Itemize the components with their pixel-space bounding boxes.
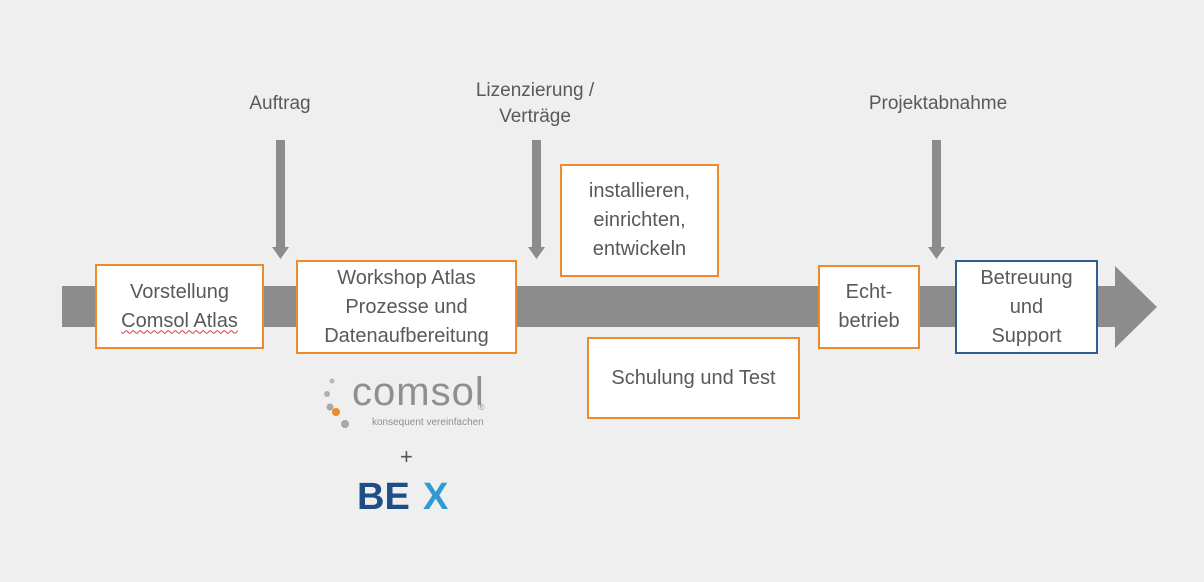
box-echtbetrieb-line1: Echt-: [845, 281, 893, 303]
milestone-auftrag: Auftrag: [230, 91, 330, 117]
box-workshop-line3: Datenaufbereitung: [324, 324, 489, 347]
box-installieren: installieren, einrichten, entwickeln: [560, 164, 719, 277]
box-schulung-label: Schulung und Test: [611, 366, 776, 389]
milestone-projektabnahme: Projektabnahme: [848, 91, 1028, 117]
box-installieren-line3: entwickeln: [592, 238, 687, 260]
bex-logo: BE X: [357, 476, 467, 518]
down-arrow-icon: [528, 140, 545, 259]
comsol-dots-icon: [324, 378, 349, 428]
box-workshop: Workshop Atlas Prozesse und Datenaufbere…: [296, 260, 517, 354]
down-arrow-icon: [272, 140, 289, 259]
box-echtbetrieb: Echt- betrieb: [818, 265, 920, 349]
box-vorstellung: Vorstellung Comsol Atlas: [95, 264, 264, 349]
milestone-lizenzierung-line1: Lizenzierung /: [475, 80, 595, 101]
box-betreuung: Betreuung und Support: [955, 260, 1098, 354]
box-vorstellung-line2: Comsol Atlas: [121, 309, 238, 332]
bex-logo-x: X: [423, 476, 449, 518]
comsol-logo-tagline: konsequent vereinfachen: [372, 417, 484, 428]
milestone-lizenzierung-line2: Verträge: [499, 106, 571, 127]
box-vorstellung-line1: Vorstellung: [130, 280, 229, 303]
down-arrow-icon: [928, 140, 945, 259]
box-echtbetrieb-line2: betrieb: [838, 310, 900, 332]
box-installieren-line2: einrichten,: [593, 209, 686, 231]
bex-logo-letters: BE: [357, 476, 410, 518]
box-betreuung-line3: Support: [991, 324, 1062, 347]
box-betreuung-line1: Betreuung: [980, 266, 1073, 289]
box-schulung: Schulung und Test: [587, 337, 800, 419]
milestone-lizenzierung: Lizenzierung / Verträge: [455, 78, 615, 130]
milestone-projektabnahme-label: Projektabnahme: [868, 93, 1008, 114]
box-installieren-line1: installieren,: [588, 180, 691, 202]
plus-sign: +: [400, 444, 413, 469]
box-betreuung-line2: und: [1009, 295, 1044, 318]
comsol-logo-name: comsol: [352, 370, 485, 414]
milestone-auftrag-label: Auftrag: [249, 93, 311, 114]
comsol-logo-registered: ®: [478, 402, 485, 412]
box-workshop-line1: Workshop Atlas: [337, 266, 476, 289]
box-workshop-line2: Prozesse und: [345, 295, 468, 318]
